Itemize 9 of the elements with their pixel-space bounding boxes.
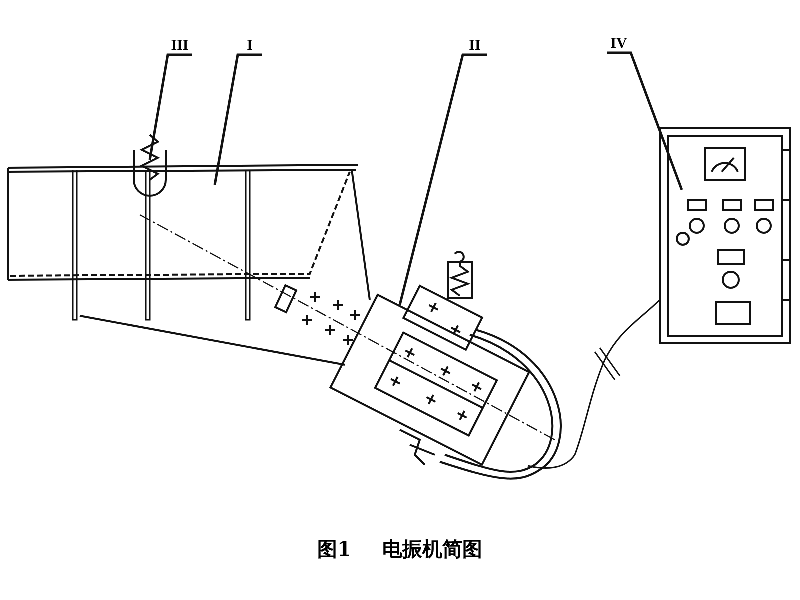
callout-number: III <box>168 38 192 54</box>
leader-line <box>148 54 192 160</box>
leader-line <box>214 54 262 186</box>
leader-line <box>398 54 487 306</box>
figure-caption: 图1 电振机简图 <box>316 536 484 563</box>
callout-number: II <box>463 38 487 54</box>
callout-number: IV <box>607 36 631 52</box>
callout-number: I <box>238 38 262 54</box>
leader-line <box>607 52 684 190</box>
